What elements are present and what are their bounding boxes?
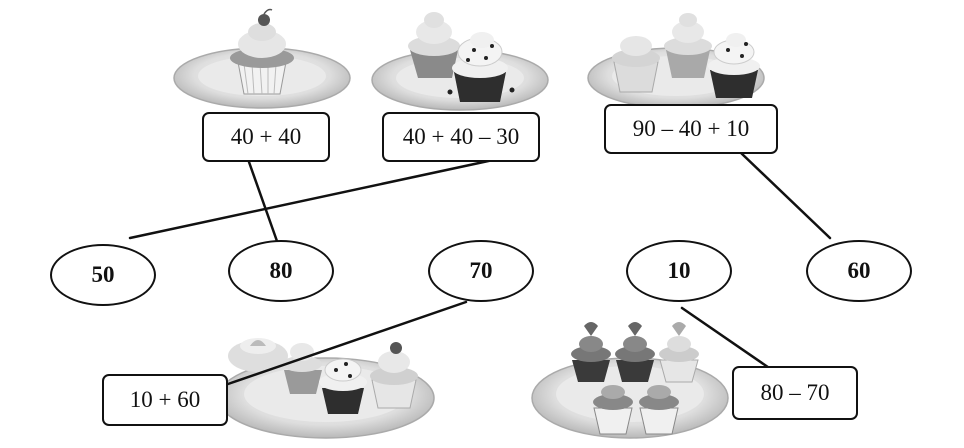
expression-text: 40 + 40 – 30 xyxy=(402,124,520,149)
cupcake-icon xyxy=(447,32,515,102)
answer-text: 80 xyxy=(269,258,293,283)
answer-text: 50 xyxy=(91,262,115,287)
cupcake-icon xyxy=(408,12,460,78)
cupcake-icon xyxy=(319,358,367,414)
answer-text: 10 xyxy=(667,258,691,283)
answer-oval: 60 xyxy=(806,240,912,302)
connector-line xyxy=(128,158,495,240)
cupcake-icon xyxy=(593,385,633,435)
plate-bottom-left xyxy=(217,338,435,439)
cupcake-icon xyxy=(708,33,760,98)
answer-oval: 10 xyxy=(626,240,732,302)
cupcake-icon xyxy=(664,13,712,78)
connector-line xyxy=(247,160,280,246)
connector-line xyxy=(226,300,468,386)
cupcake-icon xyxy=(615,322,655,382)
expression-box: 40 + 40 – 30 xyxy=(382,112,540,162)
cupcake-icon xyxy=(230,8,294,95)
expression-text: 10 + 60 xyxy=(129,387,201,412)
cupcake-icon xyxy=(659,322,699,383)
answer-oval: 50 xyxy=(50,244,156,306)
answer-oval: 80 xyxy=(228,240,334,302)
cupcake-icon xyxy=(571,322,611,382)
plate-two-cupcakes xyxy=(371,12,549,111)
expression-box: 10 + 60 xyxy=(102,374,228,426)
expression-text: 80 – 70 xyxy=(760,380,830,405)
plate-one-cupcake xyxy=(173,8,351,109)
plate-three-cupcakes xyxy=(587,13,765,109)
expression-box: 40 + 40 xyxy=(202,112,330,162)
cupcake-icon xyxy=(612,36,660,93)
expression-box: 80 – 70 xyxy=(732,366,858,420)
cupcake-icon xyxy=(228,338,288,372)
expression-box: 90 – 40 + 10 xyxy=(604,104,778,154)
expression-text: 40 + 40 xyxy=(230,124,302,149)
plate-bottom-right xyxy=(531,322,729,439)
expression-text: 90 – 40 + 10 xyxy=(632,116,750,141)
cupcake-icon xyxy=(370,342,418,409)
connector-line xyxy=(738,150,832,240)
answer-text: 70 xyxy=(469,258,493,283)
connector-line xyxy=(680,306,780,376)
answer-oval: 70 xyxy=(428,240,534,302)
cupcake-icon xyxy=(639,385,679,435)
answer-text: 60 xyxy=(847,258,871,283)
